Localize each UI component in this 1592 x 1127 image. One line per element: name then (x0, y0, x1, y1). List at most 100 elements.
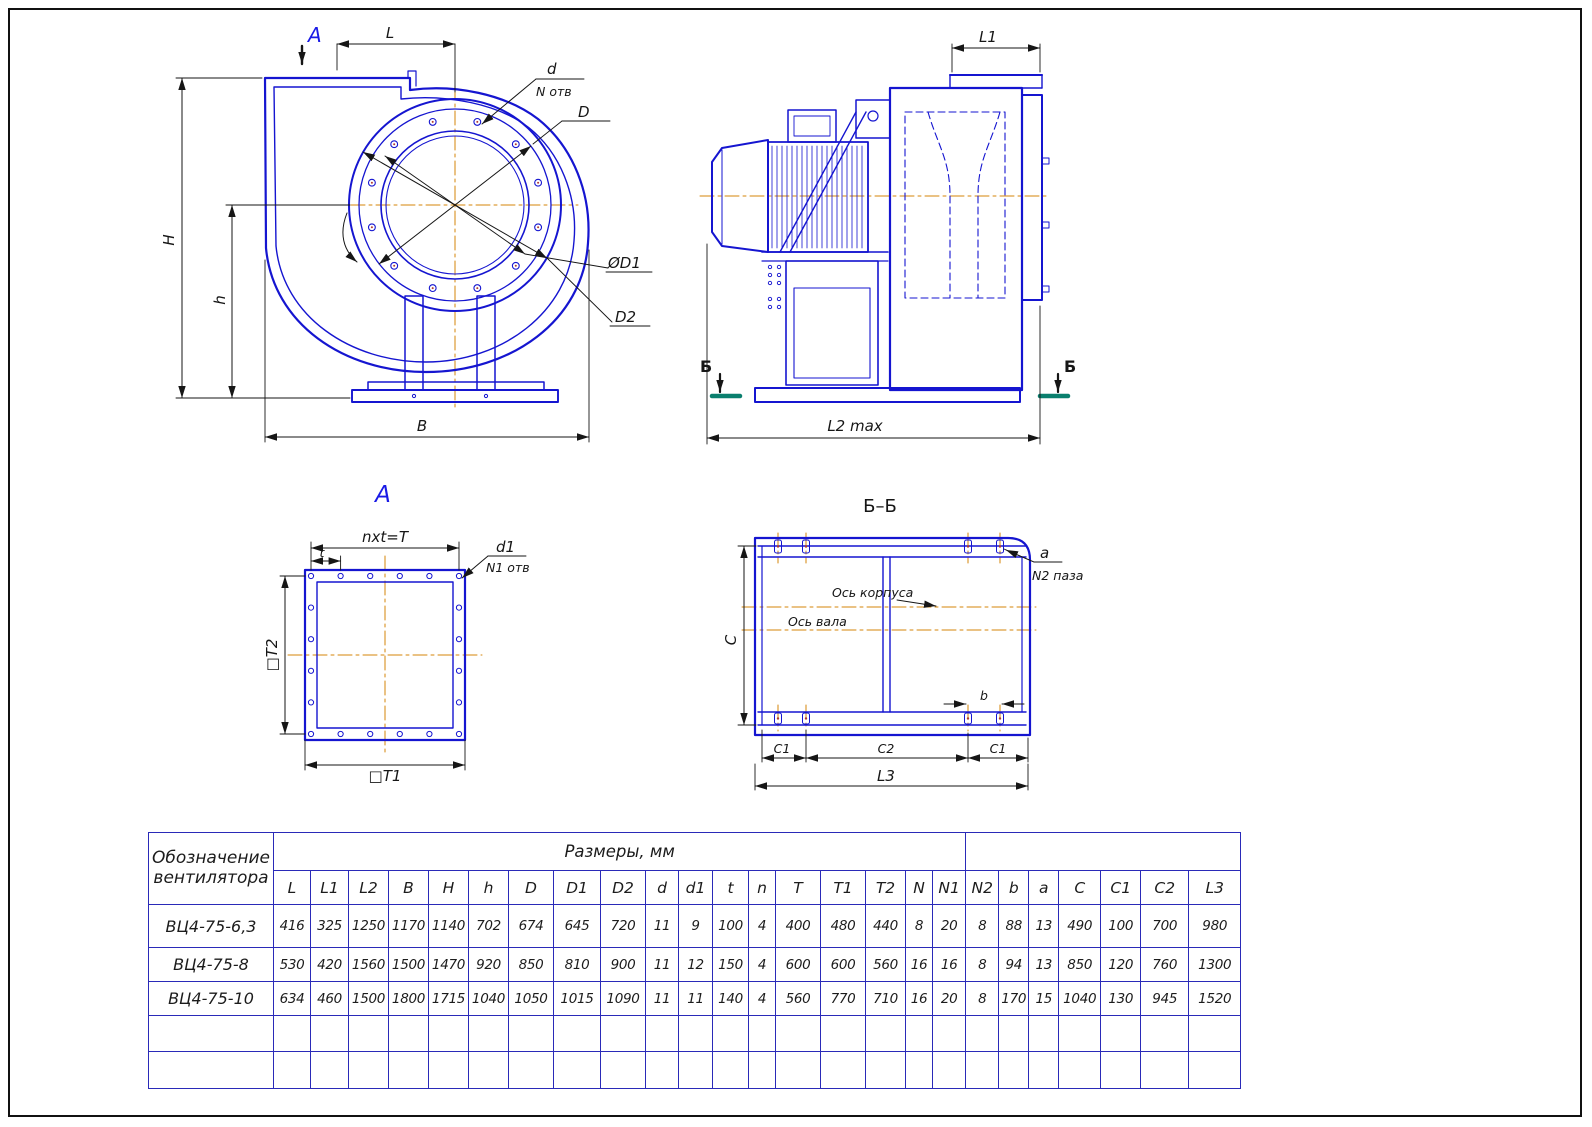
dimension-value-cell: 15 (1028, 981, 1060, 1016)
designation-header-line2: вентилятора (153, 867, 269, 888)
dimension-value-cell: 634 (273, 981, 311, 1016)
dimension-value-cell: 4 (748, 904, 776, 948)
dim-label-D1: ØD1 (607, 254, 641, 272)
empty-cell (1140, 1015, 1190, 1052)
dimension-value-cell: 1140 (428, 904, 469, 948)
column-header-B: B (388, 870, 429, 905)
dimension-value-cell: 480 (820, 904, 866, 948)
dimension-value-cell: 674 (508, 904, 554, 948)
column-header-n: n (748, 870, 776, 905)
dimension-value-cell: 88 (998, 904, 1030, 948)
dimension-value-cell: 1560 (348, 947, 389, 982)
dimension-value-cell: 9 (678, 904, 713, 948)
dimension-value-cell: 1800 (388, 981, 429, 1016)
dimension-value-cell: 4 (748, 947, 776, 982)
empty-cell (148, 1051, 274, 1089)
empty-cell (468, 1015, 509, 1052)
column-header-T2: T2 (865, 870, 906, 905)
empty-cell (965, 1015, 1000, 1052)
dimension-value-cell: 1015 (553, 981, 601, 1016)
dimension-value-cell: 120 (1100, 947, 1142, 982)
column-header-d1: d1 (678, 870, 713, 905)
empty-cell (600, 1051, 646, 1089)
empty-cell (1100, 1015, 1142, 1052)
empty-cell (1028, 1051, 1060, 1089)
fan-designation-cell: ВЦ4-75-10 (148, 981, 274, 1016)
dim-label-D: D (578, 103, 590, 121)
empty-cell (748, 1051, 776, 1089)
empty-cell (600, 1015, 646, 1052)
dimension-value-cell: 4 (748, 981, 776, 1016)
dim-label-C2: C2 (878, 741, 895, 756)
dimension-value-cell: 945 (1140, 981, 1190, 1016)
section-dimension-lines (740, 545, 1029, 790)
section-slot-centers (776, 545, 1002, 720)
empty-cell (775, 1051, 821, 1089)
empty-cell (998, 1015, 1030, 1052)
empty-cell (1188, 1015, 1242, 1052)
dimension-value-cell: 490 (1058, 904, 1102, 948)
empty-cell (428, 1051, 469, 1089)
empty-cell (712, 1051, 749, 1089)
column-header-L1: L1 (310, 870, 349, 905)
view-a-title: A (373, 482, 391, 508)
dimension-value-cell: 900 (600, 947, 646, 982)
flange-squares (303, 568, 467, 742)
section-b-letter-right: Б (1064, 357, 1076, 376)
dimension-value-cell: 1040 (468, 981, 509, 1016)
dimension-value-cell: 11 (645, 981, 679, 1016)
column-header-L3: L3 (1188, 870, 1242, 905)
empty-cell (1028, 1015, 1060, 1052)
callout-label-d: d (547, 60, 557, 78)
dimension-value-cell: 8 (905, 904, 933, 948)
dimension-value-cell: 8 (965, 904, 1000, 948)
designation-header-cell: Обозначение вентилятора (148, 832, 274, 905)
empty-table-row (148, 1051, 1242, 1089)
dimension-value-cell: 460 (310, 981, 349, 1016)
empty-cell (865, 1015, 906, 1052)
side-view: L1 L2 max Б Б (699, 28, 1076, 445)
section-bb-title: Б–Б (863, 496, 897, 517)
empty-cell (931, 1015, 967, 1052)
dim-label-D2: D2 (615, 308, 636, 326)
dimension-value-cell: 20 (931, 981, 967, 1016)
column-header-D2: D2 (600, 870, 646, 905)
column-header-N2: N2 (965, 870, 1000, 905)
empty-cell (998, 1051, 1030, 1089)
flange-bolt-holes (307, 572, 463, 738)
empty-cell (508, 1051, 554, 1089)
front-view: A L d N отв D ØD1 D2 H h B (160, 23, 653, 443)
dimension-value-cell: 420 (310, 947, 349, 982)
dim-label-t: t (320, 545, 326, 560)
empty-table-row (148, 1015, 1242, 1052)
side-dimension-lines (706, 44, 1041, 442)
column-header-b: b (998, 870, 1030, 905)
dimension-value-cell: 1090 (600, 981, 646, 1016)
empty-cell (905, 1015, 933, 1052)
sizes-header-cell: Размеры, мм (272, 832, 967, 871)
dimension-value-cell: 100 (712, 904, 749, 948)
dimension-value-cell: 416 (273, 904, 311, 948)
dimension-value-cell: 600 (775, 947, 821, 982)
empty-cell (388, 1015, 429, 1052)
dimension-value-cell: 1300 (1188, 947, 1242, 982)
dim-label-T2: □T2 (263, 639, 281, 672)
empty-cell (1100, 1051, 1142, 1089)
dimension-value-cell: 702 (468, 904, 509, 948)
dimension-value-cell: 720 (600, 904, 646, 948)
dimension-value-cell: 980 (1188, 904, 1242, 948)
dim-label-L1: L1 (979, 28, 997, 46)
dimension-value-cell: 20 (931, 904, 967, 948)
dimension-value-cell: 1520 (1188, 981, 1242, 1016)
empty-cell (310, 1051, 349, 1089)
dimension-value-cell: 710 (865, 981, 906, 1016)
dim-label-b: b (980, 688, 988, 703)
housing-axis-label: Ось корпуса (832, 585, 913, 600)
fan-designation-cell: ВЦ4-75-8 (148, 947, 274, 982)
section-b-plane-marks (709, 372, 1071, 399)
